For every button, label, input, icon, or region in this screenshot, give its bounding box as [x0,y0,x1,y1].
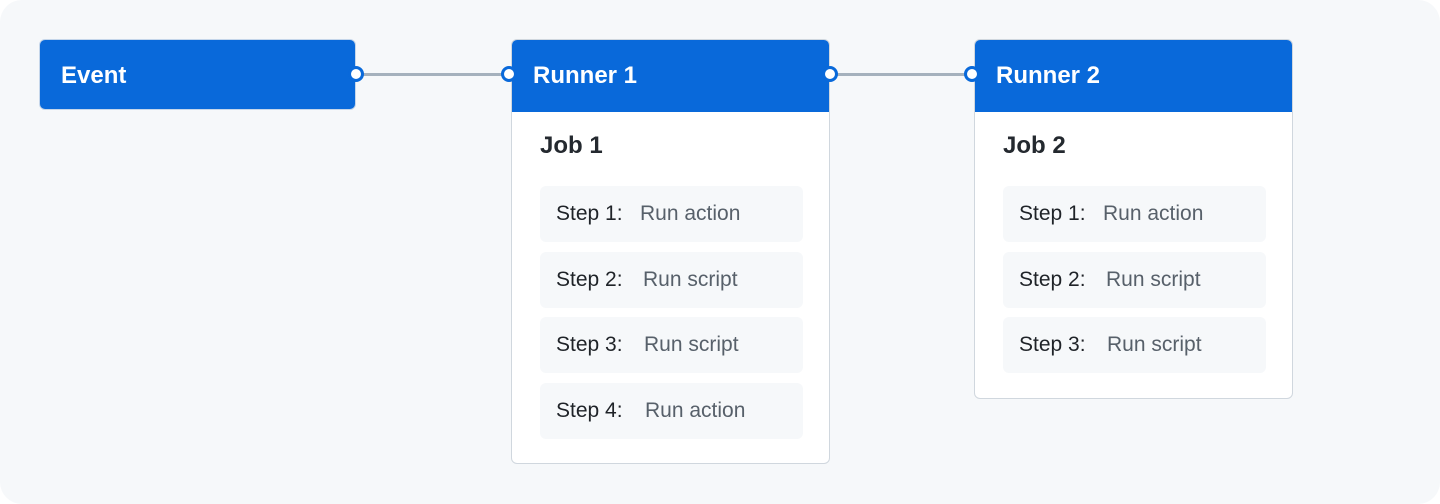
runner-1-output-port-icon [822,66,838,82]
step-action: Run script [644,333,739,356]
event-title: Event [61,62,127,89]
step-action: Run script [1106,268,1201,291]
step-label: Step 1: [556,202,623,225]
runner-1-step-4: Step 4: Run action [540,383,803,439]
runner-1-header: Runner 1 [512,40,829,112]
event-output-port-icon [348,66,364,82]
step-label: Step 3: [1019,333,1086,356]
runner-1-input-port-icon [501,66,517,82]
step-label: Step 4: [556,399,623,422]
step-action: Run action [1103,202,1204,225]
connector-event-runner-1 [362,73,504,76]
step-action: Run action [645,399,746,422]
step-label: Step 2: [556,268,623,291]
job-1-title: Job 1 [540,132,603,159]
step-label: Step 3: [556,333,623,356]
runner-1-step-2: Step 2: Run script [540,252,803,308]
step-action: Run action [640,202,741,225]
runner-1-title: Runner 1 [533,62,638,89]
runner-2-step-1: Step 1: Run action [1003,186,1266,242]
runner-2-input-port-icon [964,66,980,82]
step-action: Run script [1107,333,1202,356]
step-label: Step 2: [1019,268,1086,291]
runner-2-step-3: Step 3: Run script [1003,317,1266,373]
runner-1-card: Runner 1 Job 1 Step 1: Run action Step 2… [511,39,830,464]
job-2-title: Job 2 [1003,132,1066,159]
runner-2-title: Runner 2 [996,62,1101,89]
runner-2-card: Runner 2 Job 2 Step 1: Run action Step 2… [974,39,1293,399]
runner-2-step-2: Step 2: Run script [1003,252,1266,308]
step-action: Run script [643,268,738,291]
runner-2-header: Runner 2 [975,40,1292,112]
runner-1-step-3: Step 3: Run script [540,317,803,373]
step-label: Step 1: [1019,202,1086,225]
event-node: Event [39,39,356,110]
connector-runner-1-runner-2 [836,73,968,76]
runner-1-step-1: Step 1: Run action [540,186,803,242]
